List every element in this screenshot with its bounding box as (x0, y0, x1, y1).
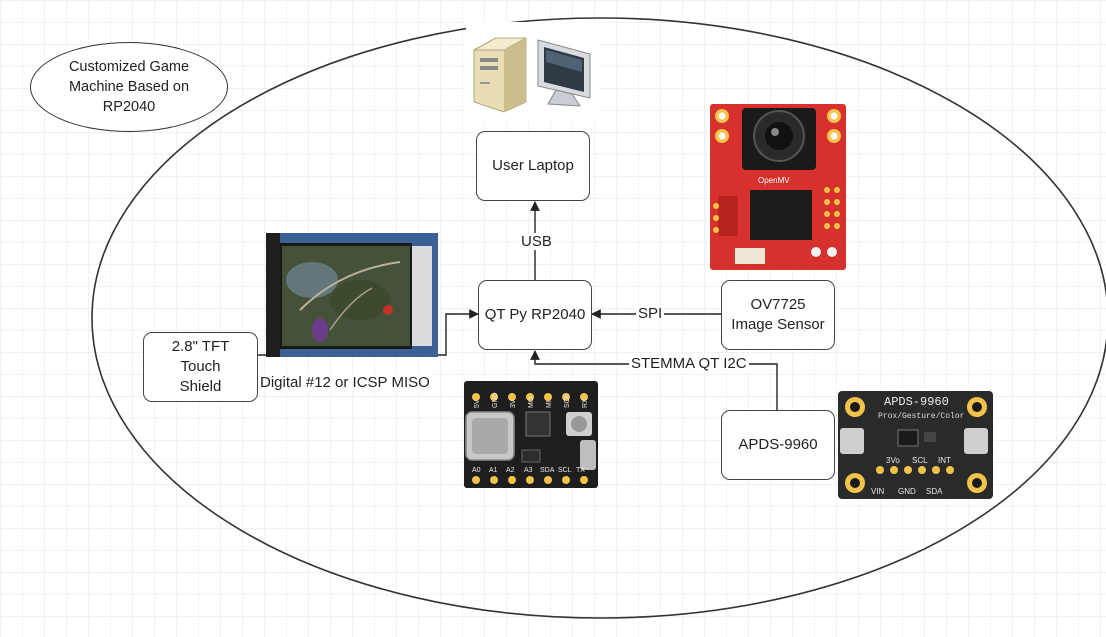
user-laptop-node: User Laptop (476, 131, 590, 201)
openmv-camera-board (710, 104, 846, 270)
system-boundary (91, 17, 1106, 619)
pin-label: SDA (540, 467, 555, 474)
pin-label: MI (546, 400, 553, 408)
openmv-logo-text: OpenMV (758, 176, 790, 185)
pin-label: TX (576, 467, 585, 474)
pin-label: SCL (912, 456, 928, 465)
i2c-edge-label: STEMMA QT I2C (629, 355, 749, 372)
computer-icon (466, 22, 600, 122)
apds9960-node: APDS-9960 (721, 410, 835, 480)
pin-label: 3V (510, 399, 517, 408)
pin-label: A2 (506, 467, 515, 474)
pin-label: 3Vo (886, 456, 900, 465)
usb-edge-label: USB (519, 233, 554, 250)
pin-label: GND (898, 487, 916, 496)
pin-label: A0 (472, 467, 481, 474)
pin-label: 5V (474, 399, 481, 408)
pin-label: RX (582, 398, 589, 408)
tft-edge-label: Digital #12 or ICSP MISO (258, 374, 432, 391)
apds9960-board (838, 391, 993, 499)
qtpy-rp2040-node: QT Py RP2040 (478, 280, 592, 350)
tft-shield-node: 2.8" TFT Touch Shield (143, 332, 258, 402)
qtpy-rp2040-board (464, 381, 598, 488)
pin-label: MO (528, 396, 535, 408)
pin-label: VIN (871, 487, 885, 496)
pin-label: SCL (558, 467, 572, 474)
spi-edge-label: SPI (636, 305, 665, 322)
pin-label: A1 (489, 467, 498, 474)
tft-shield-photo (266, 233, 438, 357)
diagram-title: Customized Game Machine Based on RP2040 (30, 42, 228, 132)
ov7725-node: OV7725 Image Sensor (721, 280, 835, 350)
pin-label: SDA (926, 487, 943, 496)
apds-board-name: APDS-9960 (884, 395, 949, 409)
pin-label: INT (938, 456, 951, 465)
pin-label: SCK (564, 393, 571, 408)
pin-label: A3 (524, 467, 533, 474)
apds-board-subtitle: Prox/Gesture/Color (878, 412, 965, 421)
pin-label: GND (492, 392, 499, 408)
